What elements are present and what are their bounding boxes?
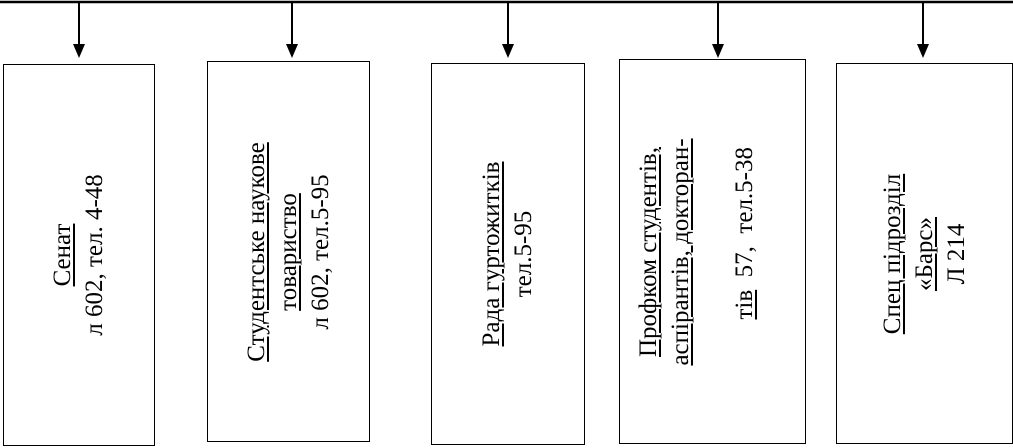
box-profkom-line-1: Профком студентів,	[633, 138, 665, 365]
box-snt-text: Студентське наукове товариство л 602, те…	[241, 142, 337, 362]
box-senat-line-1: Сенат	[47, 174, 79, 336]
profkom-title-line-2: аспірантів, докторан-	[666, 137, 694, 366]
box-bars-text: Спец підрозділ «Барс» Л 214	[877, 173, 973, 333]
box-bars-line-2: «Барс»	[909, 173, 941, 333]
box-rada-text: Рада гуртожитків тел.5-95	[476, 162, 540, 347]
bars-title-line-2: «Барс»	[910, 216, 938, 291]
profkom-contacts: 57, тел.5-38	[730, 146, 758, 290]
box-rada: Рада гуртожитків тел.5-95	[431, 63, 585, 445]
arrow-bars	[917, 2, 929, 58]
box-senat: Сенат л 602, тел. 4-48	[3, 64, 155, 446]
box-snt-line-2: товариство	[273, 142, 305, 362]
senat-contacts: л 602, тел. 4-48	[81, 174, 108, 336]
box-rada-line-1: Рада гуртожитків	[476, 162, 508, 347]
profkom-title-line-1: Профком студентів,	[634, 146, 662, 357]
box-senat-line-2: л 602, тел. 4-48	[79, 174, 111, 336]
box-snt-line-1: Студентське наукове	[241, 142, 273, 362]
rada-contacts: тел.5-95	[510, 210, 537, 298]
bars-room: Л 214	[942, 223, 970, 284]
snt-title-line-2: товариство	[274, 192, 302, 311]
box-bars-line-3: Л 214	[941, 173, 973, 333]
box-snt: Студентське наукове товариство л 602, те…	[207, 61, 370, 442]
box-bars-line-1: Спец підрозділ	[877, 173, 909, 333]
box-profkom-text: Профком студентів, аспірантів, докторан-…	[633, 138, 793, 365]
box-profkom-line-3: тів 57, тел.5-38	[697, 138, 793, 365]
bars-title-line-1: Спец підрозділ	[878, 173, 906, 334]
snt-contacts: л 602, тел.5-95	[306, 173, 334, 330]
box-rada-line-2: тел.5-95	[508, 162, 540, 347]
arrow-rada	[502, 2, 514, 58]
arrow-senat	[73, 2, 85, 58]
arrow-snt	[286, 2, 298, 58]
arrow-profkom	[712, 2, 724, 58]
snt-title-line-1: Студентське наукове	[242, 141, 270, 362]
box-senat-text: Сенат л 602, тел. 4-48	[47, 174, 111, 336]
profkom-title-line-3: тів	[730, 289, 758, 320]
senat-title: Сенат	[49, 223, 76, 287]
box-snt-line-3: л 602, тел.5-95	[305, 142, 337, 362]
box-profkom-line-2: аспірантів, докторан-	[665, 138, 697, 365]
box-bars: Спец підрозділ «Барс» Л 214	[836, 63, 1013, 444]
rada-title: Рада гуртожитків	[478, 161, 505, 347]
box-profkom: Профком студентів, аспірантів, докторан-…	[619, 59, 806, 444]
